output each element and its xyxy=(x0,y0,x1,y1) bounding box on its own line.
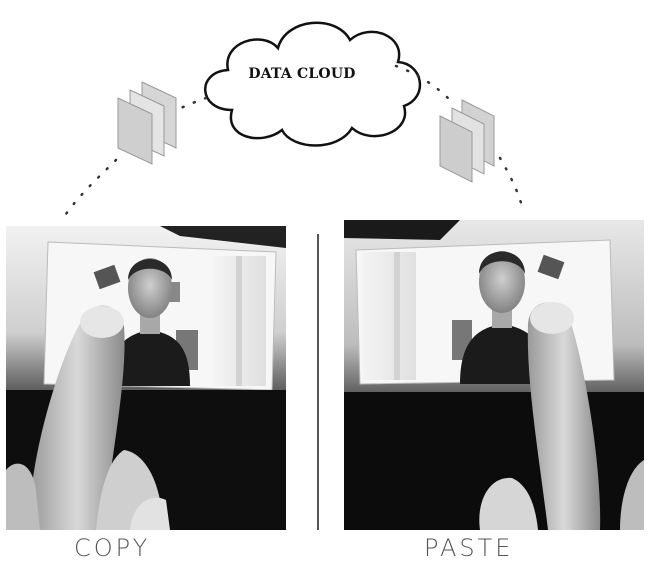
image-stack-left-icon xyxy=(118,82,176,164)
paste-caption: PASTE xyxy=(424,534,513,562)
data-cloud-shape xyxy=(205,23,420,146)
cloud-label: DATA CLOUD xyxy=(232,66,372,82)
paste-photo xyxy=(344,220,644,530)
copy-photo xyxy=(6,226,286,530)
copy-caption: COPY xyxy=(74,534,150,562)
image-stack-right-icon xyxy=(440,100,494,182)
